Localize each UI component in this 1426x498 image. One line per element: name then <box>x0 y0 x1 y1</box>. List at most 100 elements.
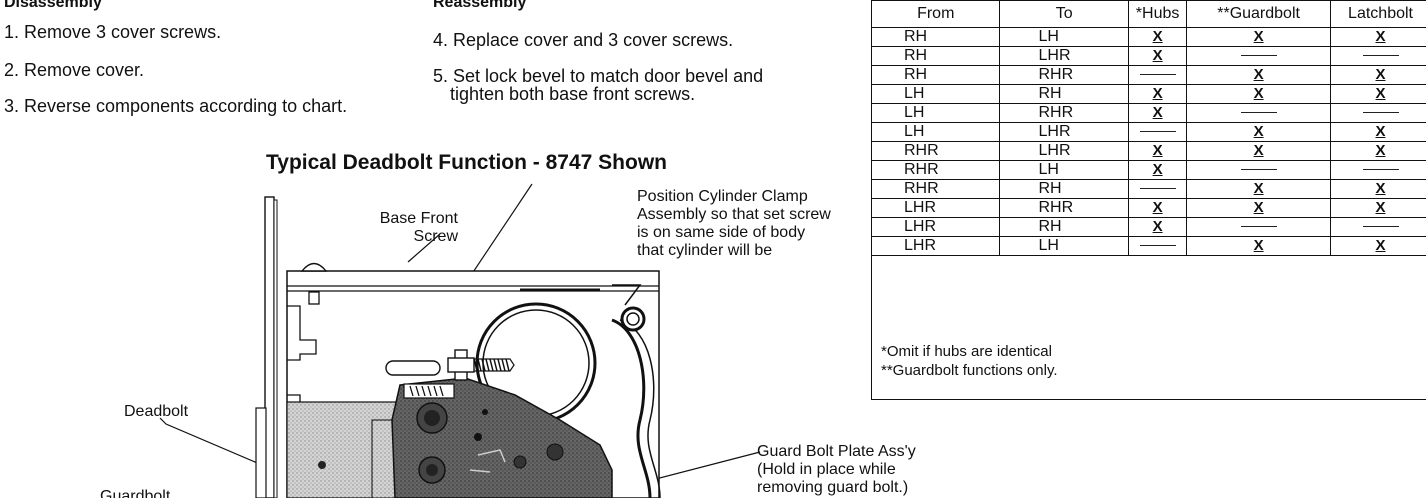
base-front-screw <box>300 262 328 272</box>
cell-text: RHR <box>1038 199 1074 216</box>
cell-from: RH <box>870 27 1001 47</box>
x-mark: X <box>1152 161 1163 178</box>
cell-hubs: X <box>1127 27 1188 47</box>
cell-text: LH <box>904 104 925 121</box>
cell-guardbolt: — <box>1186 103 1332 123</box>
cell-text: RH <box>1038 218 1062 235</box>
cell-to: RHR <box>999 65 1129 85</box>
col-header-guardbolt: **Guardbolt <box>1186 0 1332 28</box>
x-mark: X <box>1375 237 1386 254</box>
cell-latchbolt: X <box>1330 198 1426 218</box>
cell-text: RH <box>1038 180 1062 197</box>
cell-guardbolt: — <box>1186 160 1332 180</box>
cell-guardbolt: X <box>1186 198 1332 218</box>
x-mark: X <box>1253 180 1264 197</box>
x-mark: X <box>1375 28 1386 45</box>
col-header-latchbolt: Latchbolt <box>1330 0 1426 28</box>
cell-from: RH <box>870 46 1001 66</box>
x-mark: X <box>1375 142 1386 159</box>
footnote-guardbolt: **Guardbolt functions only. <box>881 362 1058 379</box>
cell-from: LHR <box>870 236 1001 256</box>
cell-hubs: — <box>1127 122 1188 142</box>
x-mark: X <box>1375 85 1386 102</box>
table-row: RHR RH — X X <box>870 179 1426 199</box>
cell-from: LHR <box>870 198 1001 218</box>
x-mark: X <box>1253 123 1264 140</box>
guard-bolt-plate <box>391 377 613 498</box>
cell-to: RH <box>999 179 1129 199</box>
cell-guardbolt: X <box>1186 122 1332 142</box>
cell-to: RHR <box>999 198 1129 218</box>
cell-text: RH <box>904 47 928 64</box>
cell-latchbolt: X <box>1330 27 1426 47</box>
cell-guardbolt: X <box>1186 141 1332 161</box>
cell-guardbolt: X <box>1186 84 1332 104</box>
x-mark: X <box>1375 199 1386 216</box>
dash-mark: — <box>1139 244 1176 247</box>
dash-mark: — <box>1362 54 1399 57</box>
callout-clamp-line2: Assembly so that set screw <box>637 206 831 223</box>
x-mark: X <box>1253 199 1264 216</box>
dash-mark: — <box>1362 225 1399 228</box>
cell-latchbolt: — <box>1330 46 1426 66</box>
cell-hubs: X <box>1127 46 1188 66</box>
cell-latchbolt: X <box>1330 141 1426 161</box>
cell-latchbolt: X <box>1330 122 1426 142</box>
reassembly-heading: Reassembly <box>433 0 527 11</box>
cell-from: RH <box>870 65 1001 85</box>
cell-hubs: X <box>1127 198 1188 218</box>
cell-text: LHR <box>904 237 937 254</box>
callout-base-front-line2: Screw <box>413 228 458 245</box>
table-header-row: From To *Hubs **Guardbolt Latchbolt <box>870 0 1426 28</box>
cell-to: LHR <box>999 122 1129 142</box>
cell-text: LH <box>904 123 925 140</box>
disassembly-heading: Disassembly <box>4 0 102 11</box>
cell-from: RHR <box>870 141 1001 161</box>
diagram-title: Typical Deadbolt Function - 8747 Shown <box>266 151 667 174</box>
cell-text: LHR <box>904 199 937 216</box>
cell-text: RHR <box>1038 104 1074 121</box>
cell-text: RHR <box>904 142 939 159</box>
cell-text: RHR <box>1038 66 1074 83</box>
cell-text: LH <box>1038 161 1059 178</box>
cell-hubs: — <box>1127 179 1188 199</box>
leader-deadbolt <box>159 417 263 466</box>
dash-mark: — <box>1240 168 1277 171</box>
dash-mark: — <box>1362 168 1399 171</box>
cell-guardbolt: X <box>1186 65 1332 85</box>
cell-hubs: — <box>1127 65 1188 85</box>
cell-latchbolt: X <box>1330 179 1426 199</box>
cell-latchbolt: X <box>1330 84 1426 104</box>
x-mark: X <box>1253 85 1264 102</box>
leader-base-front <box>407 233 441 263</box>
cell-latchbolt: X <box>1330 236 1426 256</box>
cell-text: LH <box>1038 237 1059 254</box>
reassembly-step-5-line1: 5. Set lock bevel to match door bevel an… <box>433 66 764 86</box>
cell-to: LH <box>999 27 1129 47</box>
cell-latchbolt: — <box>1330 103 1426 123</box>
reassembly-step-4: 4. Replace cover and 3 cover screws. <box>433 30 734 50</box>
lock-mechanism-drawing <box>159 183 761 498</box>
cell-text: LH <box>1038 28 1059 45</box>
cell-from: LH <box>870 103 1001 123</box>
cell-from: LH <box>870 122 1001 142</box>
table-row: LHR RHR X X X <box>870 198 1426 218</box>
cell-text: RH <box>1038 85 1062 102</box>
cell-guardbolt: X <box>1186 27 1332 47</box>
x-mark: X <box>1152 218 1163 235</box>
cell-text: RHR <box>904 180 939 197</box>
cell-hubs: X <box>1127 160 1188 180</box>
cell-text: LH <box>904 85 925 102</box>
callout-clamp-line3: is on same side of body <box>637 224 806 241</box>
col-header-from: From <box>870 0 1001 28</box>
